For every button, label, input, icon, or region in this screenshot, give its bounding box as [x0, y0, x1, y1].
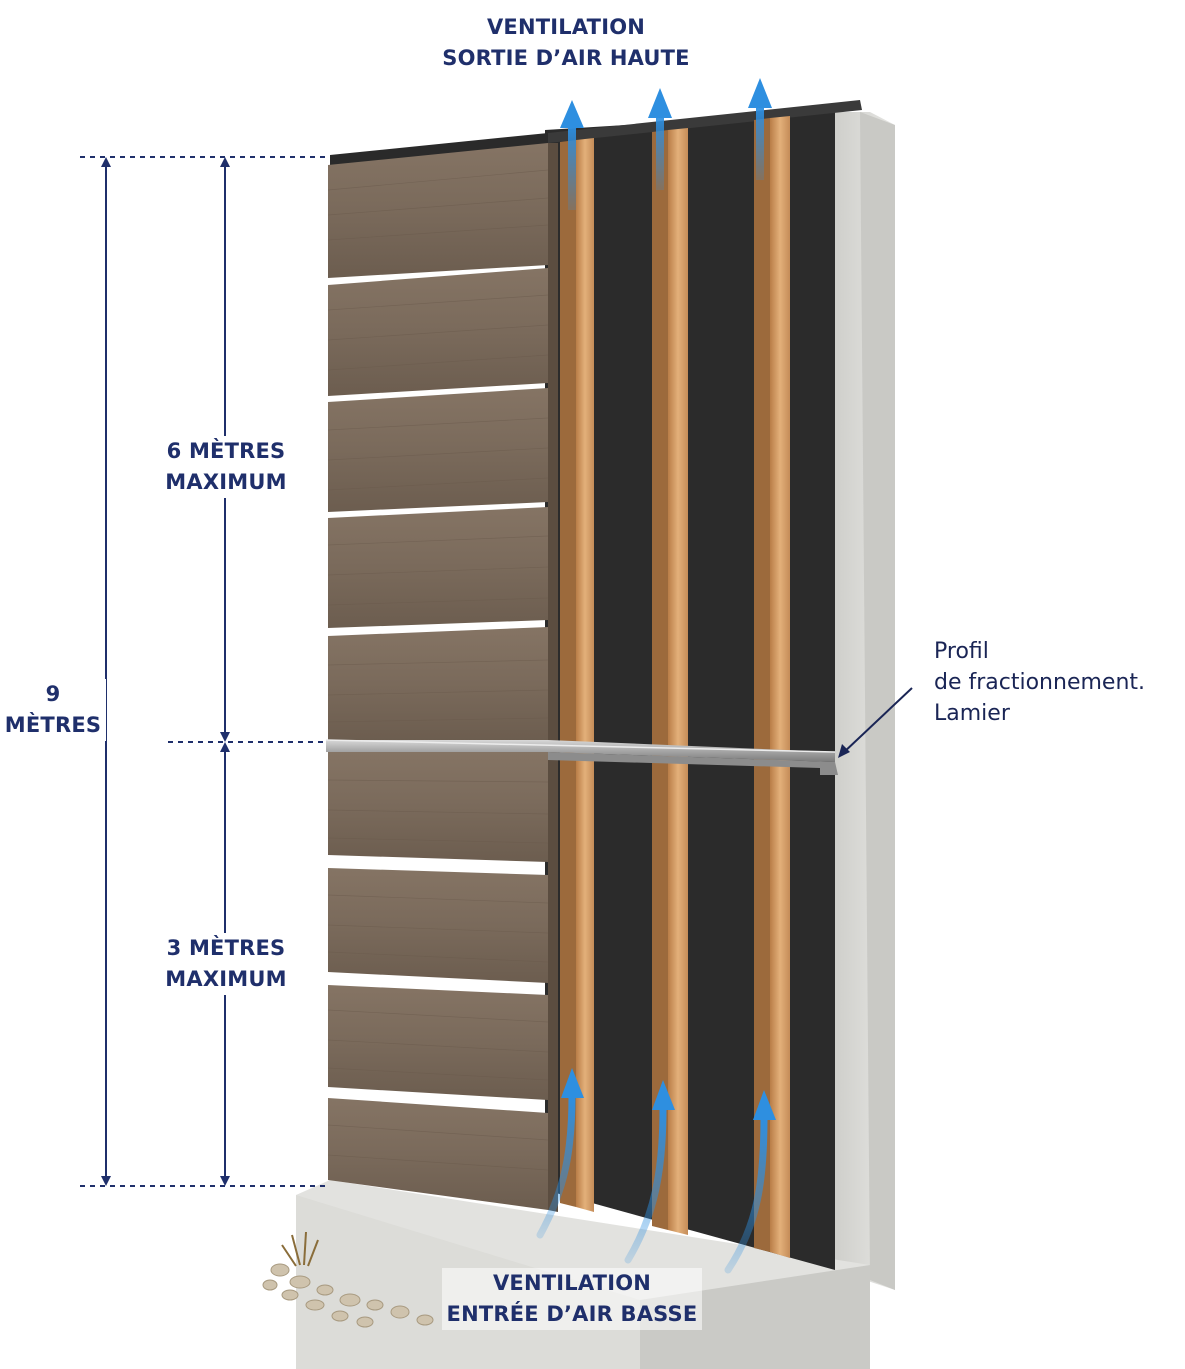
airflow-bottom-arrows	[536, 1068, 776, 1274]
airflow-arrow-up	[648, 88, 672, 190]
cladding-board	[328, 1098, 548, 1210]
top-ventilation-line2: SORTIE D’AIR HAUTE	[442, 46, 690, 70]
splitting-profile-label: Profil de fractionnement. Lamier	[934, 636, 1184, 729]
splitting-profile	[325, 739, 838, 775]
top-profile-right	[548, 100, 862, 143]
cladding-board	[328, 143, 548, 278]
profile-label-line3: Lamier	[934, 701, 1010, 726]
bottom-ventilation-line1: VENTILATION	[492, 1271, 652, 1295]
cladding-board	[328, 507, 548, 628]
lower-height-line2: MAXIMUM	[165, 967, 287, 991]
gravel	[262, 1263, 434, 1328]
upper-height-line1: 6 MÈTRES	[166, 439, 286, 463]
profile-label-line1: Profil	[934, 639, 989, 664]
airflow-arrow-inlet	[624, 1080, 675, 1264]
grass-tuft	[281, 1231, 319, 1267]
top-profile	[330, 133, 548, 167]
bottom-ventilation-line2: ENTRÉE D’AIR BASSE	[446, 1302, 698, 1326]
profile-leader-line	[838, 687, 913, 758]
concrete-wall	[835, 112, 895, 1290]
cladding-board	[328, 268, 548, 396]
cladding-board	[328, 752, 548, 862]
cladding-board	[328, 985, 548, 1100]
lower-height-label: 3 MÈTRES MAXIMUM	[160, 933, 292, 995]
total-height-text: 9 MÈTRES	[4, 682, 102, 737]
top-ventilation-line1: VENTILATION	[486, 15, 646, 39]
airflow-arrow-up	[560, 100, 584, 210]
airflow-arrow-inlet	[536, 1068, 584, 1239]
cladding-board	[328, 627, 548, 741]
lower-height-line1: 3 MÈTRES	[166, 936, 286, 960]
top-ventilation-label: VENTILATION SORTIE D’AIR HAUTE	[430, 12, 702, 74]
airflow-arrow-up	[748, 78, 772, 180]
cladding-board	[328, 868, 548, 983]
dimension-lines	[80, 156, 328, 1187]
airflow-arrow-inlet	[724, 1090, 776, 1274]
total-height-label: 9 MÈTRES	[0, 679, 106, 741]
wood-battens	[560, 116, 790, 1258]
upper-height-label: 6 MÈTRES MAXIMUM	[160, 436, 292, 498]
upper-height-line2: MAXIMUM	[165, 470, 287, 494]
bottom-ventilation-label: VENTILATION ENTRÉE D’AIR BASSE	[442, 1268, 702, 1330]
cladding-boards	[327, 143, 558, 1212]
airflow-top-arrows	[560, 78, 772, 210]
profile-label-line2: de fractionnement.	[934, 670, 1146, 695]
